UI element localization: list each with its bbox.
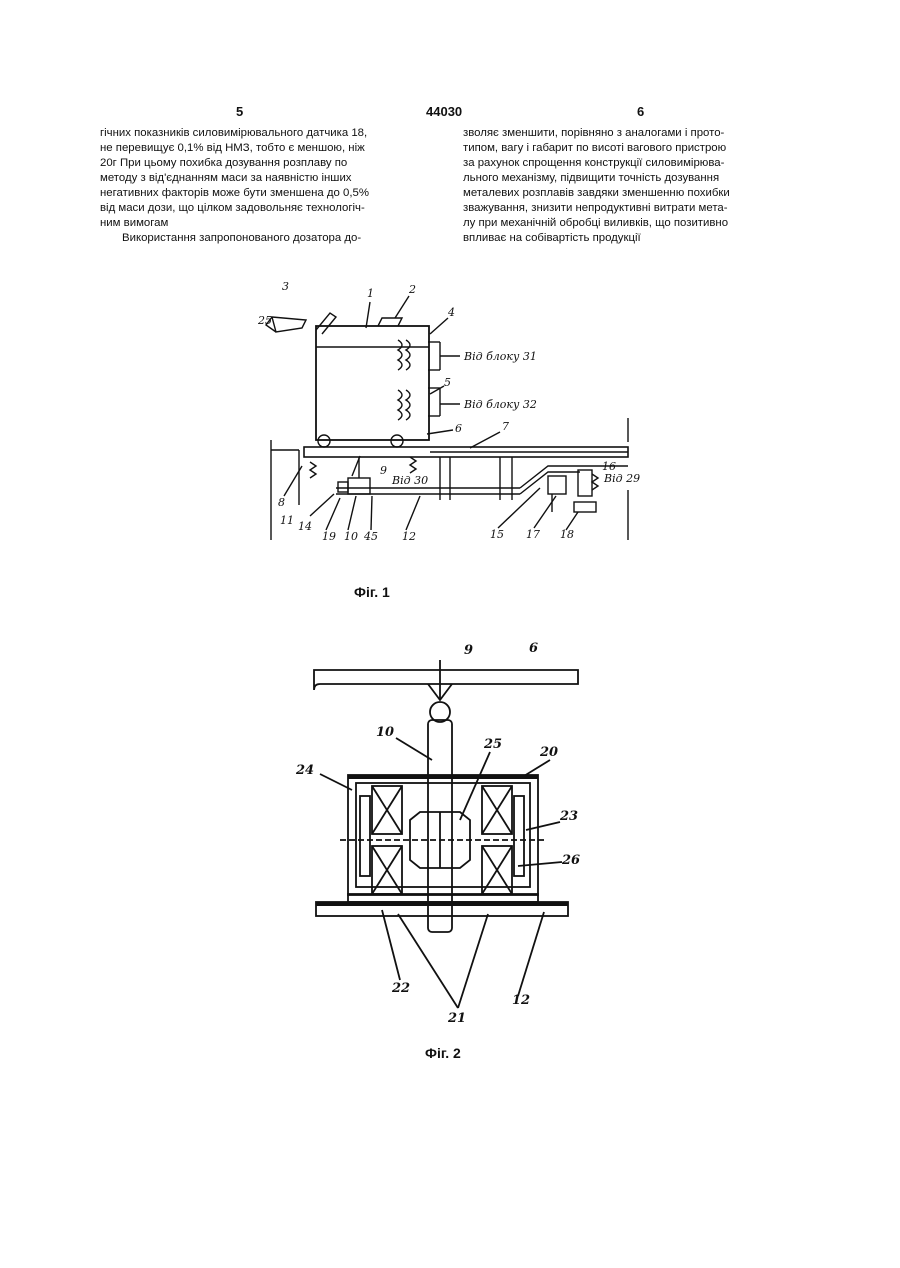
fig2-label-6: 6 <box>529 641 538 656</box>
fig2-label-23: 23 <box>559 809 578 824</box>
fig2-label-10: 10 <box>376 725 394 740</box>
fig2-label-12: 12 <box>512 993 530 1008</box>
fig2-label-20: 20 <box>539 745 558 760</box>
figure-2-caption: Фіг. 2 <box>425 1045 461 1061</box>
fig2-label-26: 26 <box>561 853 580 868</box>
fig2-label-22: 22 <box>391 981 410 996</box>
fig2-label-25: 25 <box>483 737 502 752</box>
fig2-label-21: 21 <box>447 1011 466 1026</box>
fig2-label-9: 9 <box>464 643 473 658</box>
fig2-label-24: 24 <box>295 763 314 778</box>
